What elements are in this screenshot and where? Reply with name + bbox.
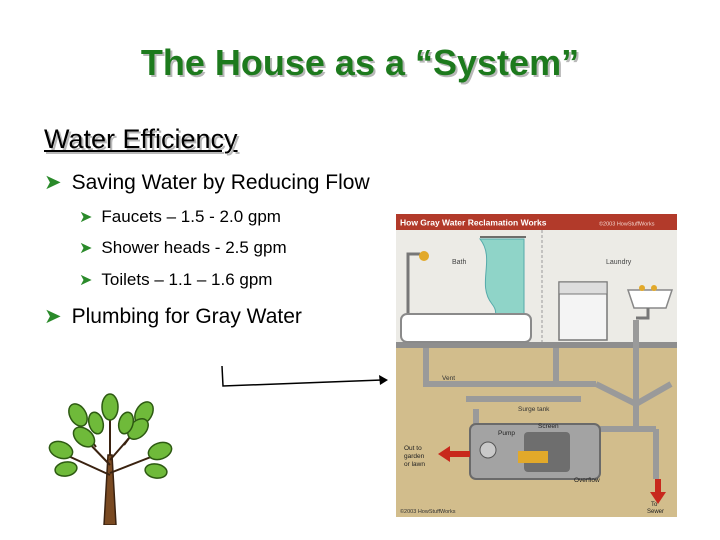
- arrow-bullet-icon: ➤: [44, 305, 62, 328]
- bullet-gray-water: ➤ Plumbing for Gray Water: [44, 304, 302, 329]
- out-to-garden-label: Out to: [404, 445, 422, 452]
- svg-text:Sewer: Sewer: [647, 509, 664, 515]
- bullet-text: Saving Water by Reducing Flow: [71, 170, 370, 194]
- screen-label: Screen: [538, 423, 559, 430]
- arrow-bullet-icon: ➤: [79, 272, 93, 289]
- vent-label: Vent: [442, 375, 455, 382]
- arrow-bullet-icon: ➤: [79, 240, 93, 257]
- sub-bullet-text: Faucets – 1.5 - 2.0 gpm: [101, 207, 281, 226]
- sub-bullet-text: Shower heads - 2.5 gpm: [101, 238, 287, 257]
- svg-text:or lawn: or lawn: [404, 461, 425, 468]
- slide-title: The House as a “System”: [140, 42, 580, 83]
- diagram-header: How Gray Water Reclamation Works: [400, 218, 547, 228]
- section-heading: Water Efficiency: [44, 124, 238, 154]
- laundry-label: Laundry: [606, 259, 632, 266]
- sub-bullet-toilets: ➤ Toilets – 1.1 – 1.6 gpm: [79, 270, 272, 290]
- gray-water-diagram: How Gray Water Reclamation Works ©2003 H…: [396, 214, 677, 517]
- overflow-label: Overflow: [574, 477, 600, 484]
- tree-icon: [48, 393, 173, 525]
- svg-text:garden: garden: [404, 453, 425, 460]
- bullet-text: Plumbing for Gray Water: [71, 304, 302, 328]
- bullet-saving-water: ➤ Saving Water by Reducing Flow: [44, 170, 370, 195]
- surge-tank-label: Surge tank: [518, 406, 550, 413]
- diagram-copyright: ©2003 HowStuffWorks: [400, 508, 456, 515]
- to-sewer-label: To: [651, 502, 658, 508]
- arrow-bullet-icon: ➤: [79, 209, 93, 226]
- sub-bullet-text: Toilets – 1.1 – 1.6 gpm: [101, 270, 273, 289]
- diagram-credit: ©2003 HowStuffWorks: [599, 221, 655, 228]
- bath-label: Bath: [452, 259, 467, 266]
- sub-bullet-shower-heads: ➤ Shower heads - 2.5 gpm: [79, 238, 287, 258]
- sub-bullet-faucets: ➤ Faucets – 1.5 - 2.0 gpm: [79, 207, 281, 227]
- pump-label: Pump: [498, 430, 515, 437]
- arrow-bullet-icon: ➤: [44, 171, 62, 194]
